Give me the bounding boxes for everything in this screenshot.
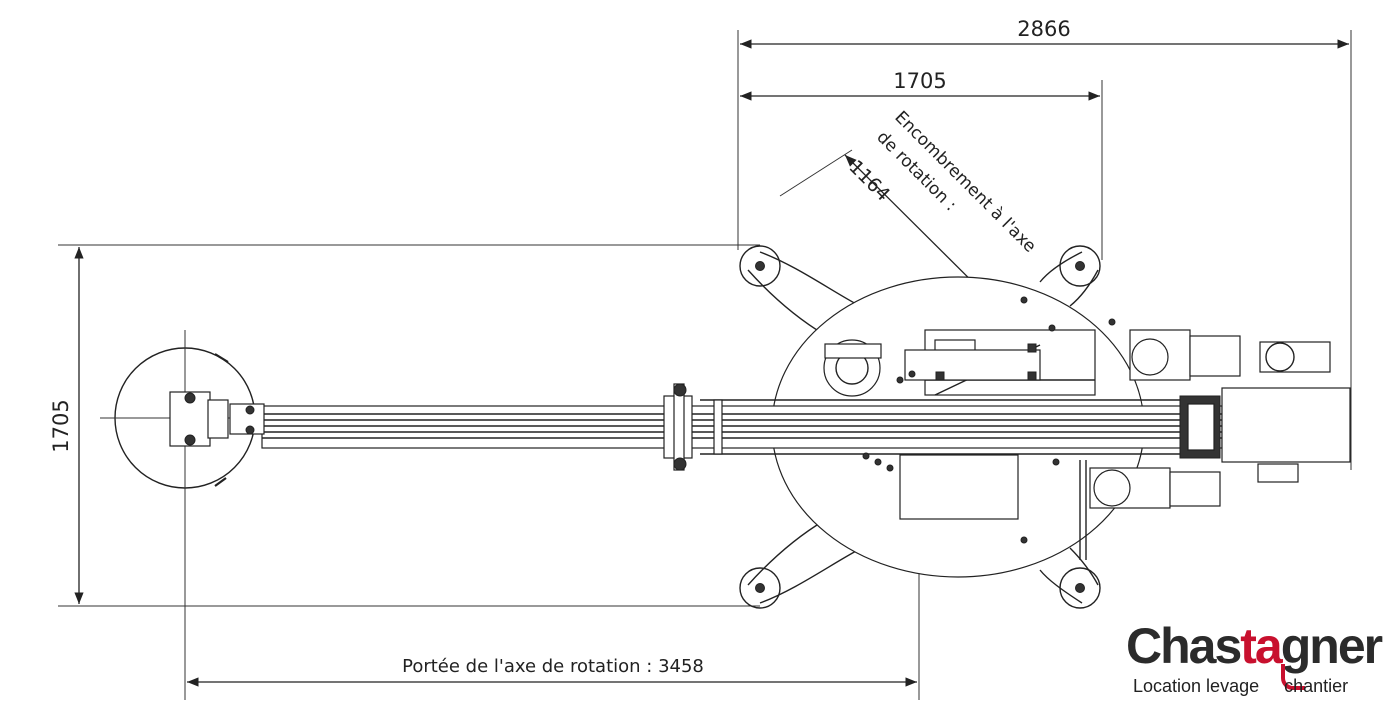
turret-machinery	[823, 296, 1351, 560]
boom-head	[100, 330, 265, 500]
telescopic-boom	[261, 395, 1223, 459]
logo-tagline-part1: Location levage	[1133, 676, 1260, 696]
dim-base-height: 1705	[49, 399, 73, 452]
logo-tagline-part2: chantier	[1284, 676, 1349, 696]
logo-name-part1: Chas	[1126, 618, 1242, 674]
dim-base-width: 1705	[893, 69, 946, 93]
chastagner-logo: Chastagner Location levage chantier	[1126, 618, 1394, 704]
logo-tagline: Location levage chantier	[1133, 676, 1348, 697]
dim-clearance: 1164	[844, 156, 894, 206]
logo-name-accent: ta	[1240, 618, 1282, 674]
boom-collar	[663, 383, 723, 471]
clearance-label-line1: Encombrement à l'axe	[890, 107, 1039, 256]
logo-hook-icon	[1281, 664, 1305, 690]
logo-wordmark: Chastagner	[1126, 618, 1383, 674]
dim-overall-length: 2866	[1017, 17, 1070, 41]
dim-reach: Portée de l'axe de rotation : 3458	[402, 656, 704, 677]
